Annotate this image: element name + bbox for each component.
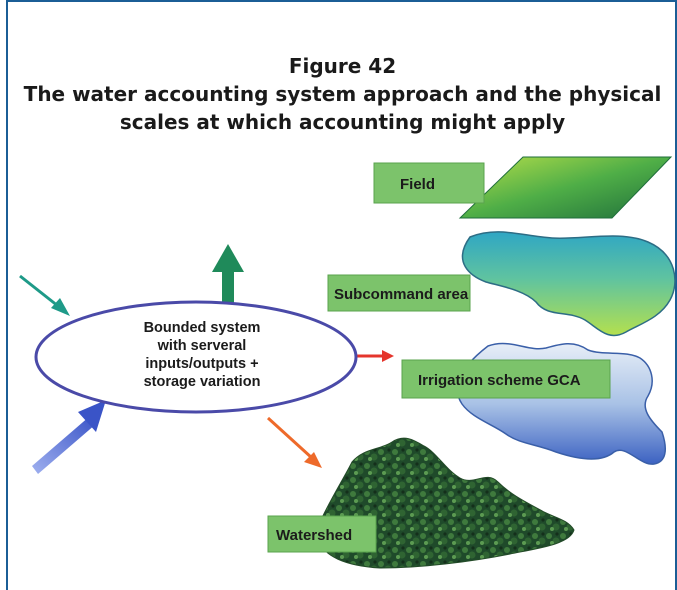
system-label-line-1: Bounded system — [144, 320, 261, 336]
figure-caption: Figure 42 The water accounting system ap… — [8, 52, 677, 136]
inflow-arrow-teal — [19, 274, 70, 316]
watershed-label: Watershed — [276, 527, 352, 544]
figure-frame — [6, 0, 677, 590]
field-label: Field — [400, 176, 435, 193]
system-label-line-3: inputs/outputs + — [145, 356, 258, 372]
subcommand-label: Subcommand area — [334, 286, 469, 303]
figure-number: Figure 42 — [288, 54, 397, 78]
irrigation-label: Irrigation scheme GCA — [418, 372, 581, 389]
outflow-arrow-orange — [266, 416, 322, 468]
bounded-system-ellipse — [34, 300, 358, 414]
field-label-box — [373, 162, 485, 204]
watershed-shape — [319, 437, 575, 569]
inflow-arrow-blue — [32, 400, 106, 474]
field-shape — [458, 156, 673, 219]
figure-title-line-1: The water accounting system approach and… — [23, 82, 662, 106]
system-label-line-4: storage variation — [144, 374, 261, 390]
watershed-label-box — [267, 515, 377, 553]
outflow-arrow-up-green — [212, 244, 244, 304]
subcommand-label-box — [327, 274, 471, 312]
system-label-line-2: with serveral — [157, 338, 247, 354]
irrigation-label-box — [401, 359, 611, 399]
figure-title-line-2: scales at which accounting might apply — [119, 110, 566, 134]
outflow-arrow-red — [356, 350, 394, 362]
subcommand-area-shape — [461, 231, 676, 337]
